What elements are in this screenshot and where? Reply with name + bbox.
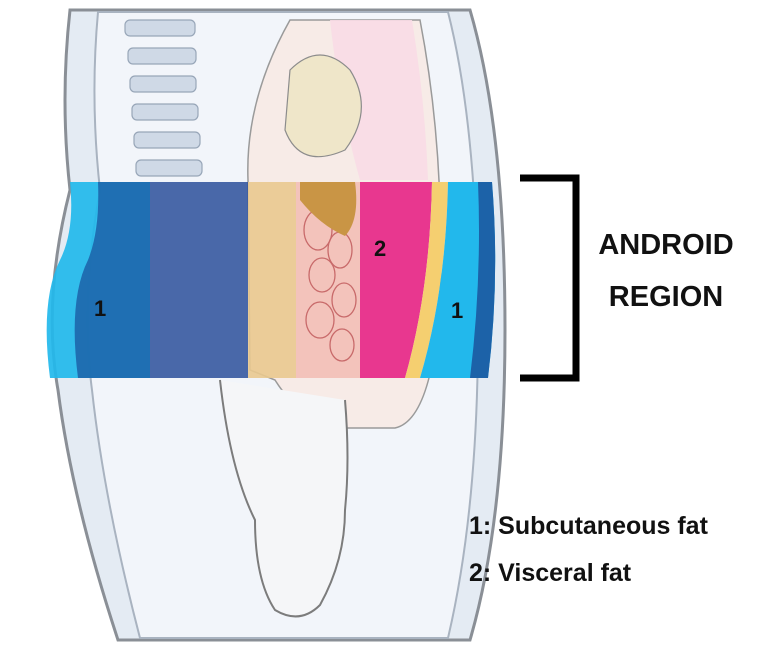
region-bracket <box>520 178 576 378</box>
legend-item-visceral: 2: Visceral fat <box>469 561 631 586</box>
stomach-shape <box>285 55 361 157</box>
intestinal-band <box>248 182 296 378</box>
subcutaneous-label-left: 1 <box>94 298 106 320</box>
region-title-line2: REGION <box>566 283 766 312</box>
legend-item-subcutaneous: 1: Subcutaneous fat <box>469 514 708 539</box>
visceral-label: 2 <box>374 238 386 260</box>
spine-band <box>150 182 248 378</box>
subcutaneous-label-right: 1 <box>451 300 463 322</box>
region-title-line1: ANDROID <box>566 231 766 260</box>
